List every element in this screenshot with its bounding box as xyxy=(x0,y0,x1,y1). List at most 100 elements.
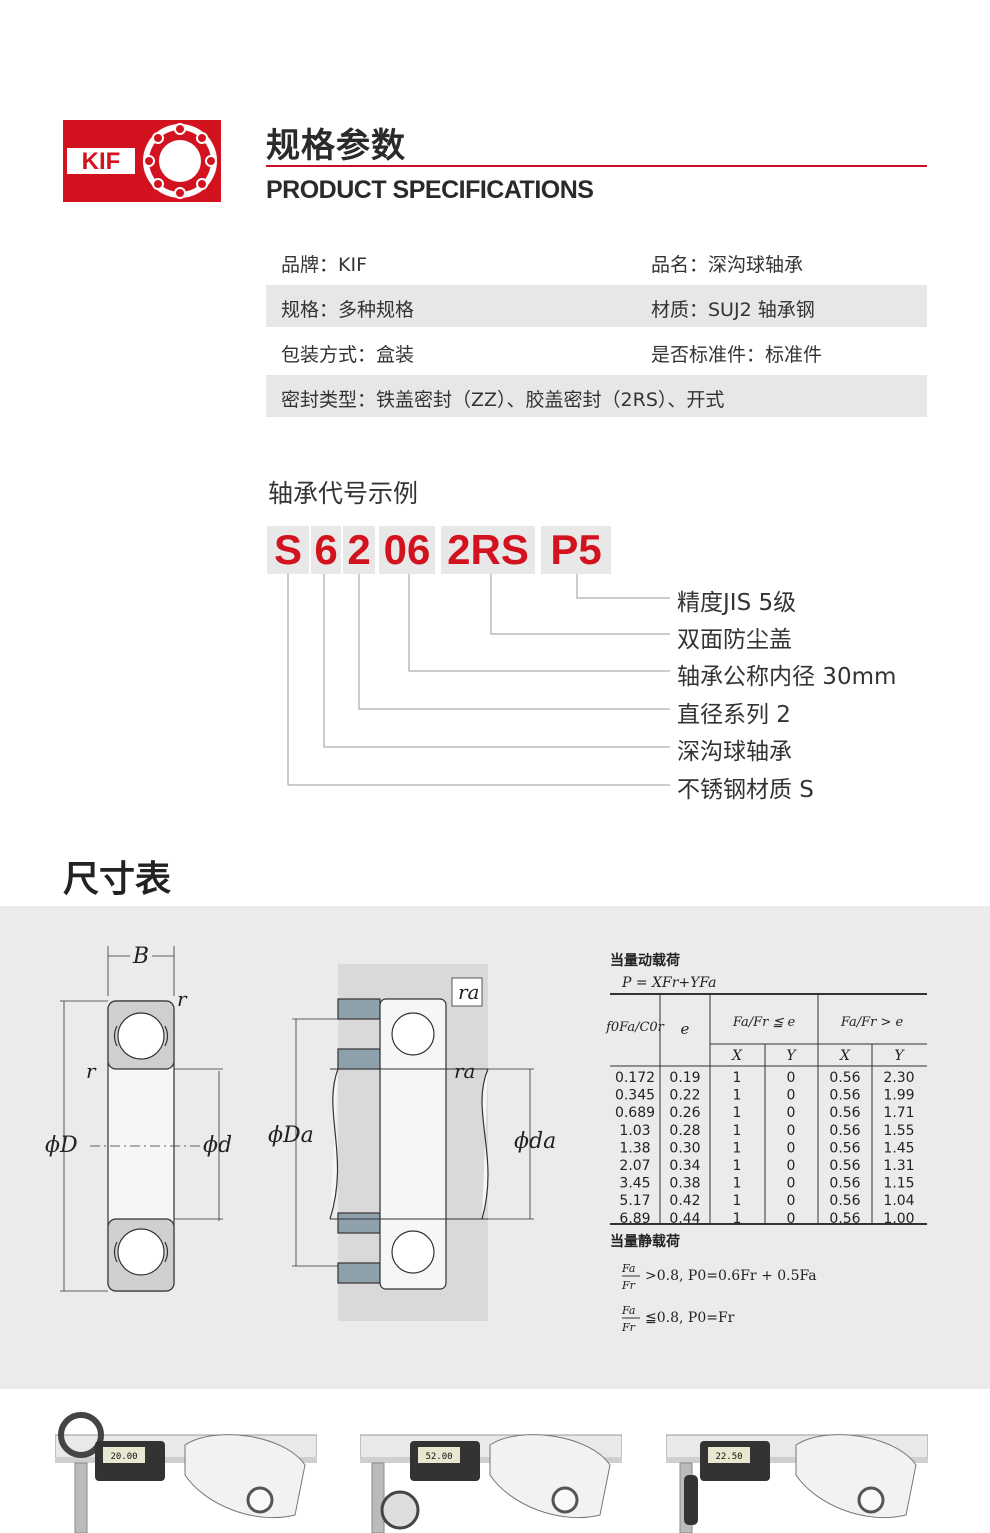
caliper-readout: 20.00 xyxy=(110,1452,137,1462)
legend-seal: 双面防尘盖 xyxy=(677,627,792,653)
label-outer-diameter: ϕD xyxy=(45,1133,78,1158)
section-title-en: PRODUCT SPECIFICATIONS xyxy=(266,176,594,204)
table-cell: 0 xyxy=(787,1105,796,1121)
caliper-readout: 22.50 xyxy=(715,1452,742,1462)
table-cell: 1 xyxy=(733,1193,742,1209)
header-y1: Y xyxy=(786,1048,797,1064)
code-leader-lines xyxy=(287,574,670,786)
table-cell: 1 xyxy=(733,1140,742,1156)
table-cell: 0 xyxy=(787,1088,796,1104)
table-cell: 0 xyxy=(787,1193,796,1209)
spec-row: 规格：多种规格 材质：SUJ2 轴承钢 xyxy=(266,285,927,327)
spec-seal-type: 密封类型：铁盖密封（ZZ）、胶盖密封（2RS）、开式 xyxy=(281,389,725,411)
table-cell: 1 xyxy=(733,1088,742,1104)
caliper-photo: 20.00 xyxy=(55,1412,317,1533)
dynamic-load-formula: P = XFr+YFa xyxy=(621,975,717,991)
table-cell: 0.42 xyxy=(669,1193,700,1209)
header-x2: X xyxy=(839,1048,851,1064)
table-cell: 1 xyxy=(733,1105,742,1121)
label-r: r xyxy=(177,987,188,1011)
code-segment-series: 2 xyxy=(343,526,375,574)
table-cell: 0.56 xyxy=(829,1105,860,1121)
bearing-drawings: B r r ϕD ϕd ra ra ϕDa ϕda 当量动载荷 P = XFr+… xyxy=(45,944,927,1334)
table-cell: 1 xyxy=(733,1211,742,1227)
table-cell: 1.00 xyxy=(883,1211,914,1227)
label-bore-diameter: ϕd xyxy=(203,1133,232,1158)
table-cell: 0.30 xyxy=(669,1140,700,1156)
table-cell: 1.04 xyxy=(883,1193,914,1209)
section-title-cn: 规格参数 xyxy=(266,126,406,166)
table-cell: 5.17 xyxy=(619,1193,650,1209)
caliper-photo: 52.00 xyxy=(360,1434,622,1533)
table-cell: 0 xyxy=(787,1176,796,1192)
header-e: e xyxy=(681,1020,690,1038)
table-cell: 1 xyxy=(733,1123,742,1139)
label-ra: ra xyxy=(458,980,479,1004)
table-cell: 1 xyxy=(733,1176,742,1192)
code-segment-precision: P5 xyxy=(541,526,611,574)
table-cell: 0 xyxy=(787,1123,796,1139)
table-cell: 1 xyxy=(733,1158,742,1174)
dynamic-load-title: 当量动载荷 xyxy=(610,952,680,969)
label-housing-diameter: ϕDa xyxy=(268,1123,314,1148)
table-cell: 0 xyxy=(787,1140,796,1156)
table-cell: 2.07 xyxy=(619,1158,650,1174)
table-cell: 0.26 xyxy=(669,1105,700,1121)
kif-logo: KIF xyxy=(63,120,221,202)
table-cell: 1.31 xyxy=(883,1158,914,1174)
mounting-drawing xyxy=(292,964,534,1321)
dimension-title: 尺寸表 xyxy=(63,859,172,900)
code-segment-seal: 2RS xyxy=(441,526,535,574)
legend-bore: 轴承公称内径 30mm xyxy=(677,664,897,690)
label-shaft-diameter: ϕda xyxy=(514,1129,556,1154)
label-ra2: ra xyxy=(454,1059,475,1083)
table-cell: 1.38 xyxy=(619,1140,650,1156)
table-cell: 0.22 xyxy=(669,1088,700,1104)
table-cell: 0.689 xyxy=(615,1105,655,1121)
static-load-formula-1: >0.8, P0=0.6Fr + 0.5Fa xyxy=(645,1268,817,1284)
spec-row: 密封类型：铁盖密封（ZZ）、胶盖密封（2RS）、开式 xyxy=(266,375,927,417)
caliper-readout: 52.00 xyxy=(425,1452,452,1462)
table-cell: 1 xyxy=(733,1070,742,1086)
spec-material: 材质：SUJ2 轴承钢 xyxy=(651,299,815,321)
spec-packaging: 包装方式：盒装 xyxy=(281,344,415,366)
code-segment-material: S xyxy=(267,526,309,574)
table-cell: 0.19 xyxy=(669,1070,700,1086)
spec-product-name: 品名：深沟球轴承 xyxy=(651,254,804,276)
spec-standard: 是否标准件：标准件 xyxy=(651,344,823,366)
table-cell: 1.03 xyxy=(619,1123,650,1139)
spec-size: 规格：多种规格 xyxy=(281,299,415,321)
table-cell: 0 xyxy=(787,1070,796,1086)
legend-type: 深沟球轴承 xyxy=(677,739,792,765)
table-cell: 1.15 xyxy=(883,1176,914,1192)
header-le-e: Fa/Fr ≦ e xyxy=(732,1015,796,1030)
table-cell: 6.89 xyxy=(619,1211,650,1227)
static-load-title: 当量静载荷 xyxy=(610,1233,680,1250)
caliper-photo: 22.50 xyxy=(666,1434,928,1533)
header-x1: X xyxy=(731,1048,743,1064)
code-segment-bore: 06 xyxy=(379,526,435,574)
spec-row: 品牌：KIF 品名：深沟球轴承 xyxy=(266,240,927,282)
table-cell: 0.345 xyxy=(615,1088,655,1104)
table-cell: 0.56 xyxy=(829,1158,860,1174)
table-cell: 0.34 xyxy=(669,1158,700,1174)
spec-brand: 品牌：KIF xyxy=(281,254,367,276)
table-cell: 0.56 xyxy=(829,1176,860,1192)
table-cell: 0.172 xyxy=(615,1070,655,1086)
svg-text:Fr: Fr xyxy=(621,1279,636,1292)
table-cell: 3.45 xyxy=(619,1176,650,1192)
spec-row: 包装方式：盒装 是否标准件：标准件 xyxy=(266,330,927,372)
table-cell: 0.44 xyxy=(669,1211,700,1227)
table-cell: 0.56 xyxy=(829,1140,860,1156)
header-gt-e: Fa/Fr > e xyxy=(840,1015,904,1030)
table-cell: 0.56 xyxy=(829,1193,860,1209)
svg-text:Fr: Fr xyxy=(621,1321,636,1334)
table-cell: 1.99 xyxy=(883,1088,914,1104)
table-cell: 1.55 xyxy=(883,1123,914,1139)
table-cell: 1.45 xyxy=(883,1140,914,1156)
load-table: 当量动载荷 P = XFr+YFa f0Fa/C0r e Fa/Fr ≦ e F… xyxy=(605,952,927,1334)
svg-text:Fa: Fa xyxy=(621,1262,635,1275)
table-cell: 0 xyxy=(787,1211,796,1227)
legend-series: 直径系列 2 xyxy=(677,702,791,728)
label-r2: r xyxy=(86,1059,97,1083)
